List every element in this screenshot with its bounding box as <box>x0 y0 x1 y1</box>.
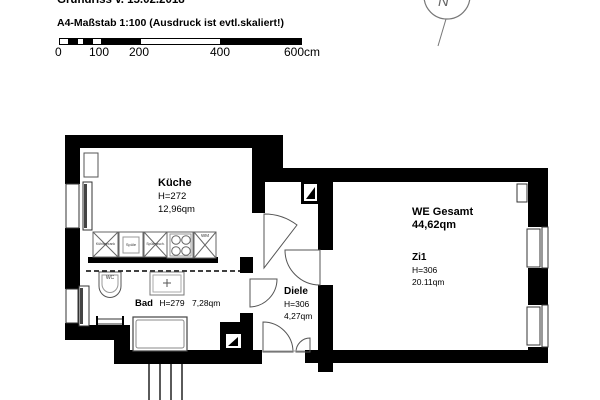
wall-segment <box>240 257 253 273</box>
wall-segment <box>305 350 548 363</box>
bad-height: H=279 <box>159 298 185 308</box>
window-sash <box>82 181 93 231</box>
scale-tick-400: 400 <box>209 45 231 59</box>
washing-machine-label: WM <box>201 233 209 238</box>
window-sash <box>526 228 541 268</box>
toilet-symbol <box>98 271 122 298</box>
room-label-diele: Diele H=306 4,27qm <box>284 286 312 321</box>
door-swing-zi1 <box>284 249 321 286</box>
washbasin-inner <box>152 274 182 293</box>
radiator <box>83 152 99 178</box>
wall-niche <box>516 183 528 203</box>
window-sash <box>526 306 541 346</box>
compass-north-label: N <box>438 0 449 10</box>
window-glass-line <box>80 288 83 324</box>
bathtub-inner <box>135 319 185 349</box>
wall-segment <box>528 268 548 305</box>
room-label-kueche: Küche H=272 12,96qm <box>158 177 195 215</box>
stove-burner <box>181 246 191 256</box>
scale-bar-segment <box>101 39 141 44</box>
scale-tick-200: 200 <box>128 45 150 59</box>
wc-label: WC <box>105 275 115 281</box>
wall-segment <box>252 135 265 213</box>
label-we-gesamt: WE Gesamt 44,62qm <box>412 206 473 231</box>
we-name: WE Gesamt <box>412 206 474 218</box>
stove-burner <box>171 246 181 256</box>
door-marker-triangle <box>228 337 238 346</box>
bad-area: 7,28qm <box>192 298 221 308</box>
kitchen-counter-edge <box>88 257 218 263</box>
kueche-height: H=272 <box>158 191 187 202</box>
fridge-label: Kühlschrank <box>95 242 116 246</box>
compass-circle <box>423 0 471 20</box>
zi1-height: H=306 <box>412 265 438 275</box>
unit-cross <box>143 231 168 258</box>
window-sill <box>541 226 549 269</box>
scale-bar-segment <box>83 39 93 44</box>
unit-cross <box>193 231 217 259</box>
door-swing-bad <box>249 278 278 308</box>
window-sill <box>541 304 549 348</box>
bad-name: Bad <box>135 298 153 309</box>
we-area: 44,62qm <box>412 219 457 231</box>
window-sill <box>65 183 80 229</box>
unit-cross <box>92 231 119 258</box>
sink-basin <box>122 236 140 254</box>
diele-name: Diele <box>284 286 308 297</box>
scale-bar <box>59 38 302 45</box>
zi1-name: Zi1 <box>412 252 427 263</box>
zi1-area: 20.11qm <box>412 277 445 287</box>
window-sill <box>65 288 79 324</box>
wall-segment <box>65 135 265 148</box>
sink-label: Spüle <box>125 242 137 247</box>
plan-title: Grundriss v. 15.02.2018 <box>57 0 185 6</box>
bathtub <box>132 316 188 352</box>
wall-segment <box>265 135 283 182</box>
radiator <box>96 318 124 325</box>
wall-segment <box>114 350 262 364</box>
window-sash <box>78 285 90 327</box>
wall-segment <box>528 182 548 227</box>
dishwasher-label: Spülmasch. <box>146 242 165 246</box>
toilet-bowl <box>101 274 119 293</box>
wall-segment <box>283 168 548 182</box>
stove-burner <box>181 235 191 245</box>
room-label-bad: Bad H=279 7,28qm <box>135 298 220 309</box>
diele-height: H=306 <box>284 299 310 309</box>
wall-segment <box>65 325 130 340</box>
stove-burner <box>171 235 181 245</box>
scale-tick-600: 600cm <box>284 45 321 59</box>
room-label-zi1: Zi1 H=306 20.11qm <box>412 252 444 287</box>
compass-needle <box>437 18 447 47</box>
wall-segment <box>65 228 80 289</box>
door-swing-kueche <box>263 213 298 270</box>
door-swing-entrance <box>262 321 294 353</box>
wall-segment <box>65 148 80 184</box>
stove-top <box>169 233 192 257</box>
door-swing-entrance-small <box>295 337 311 353</box>
wall-segment <box>318 182 333 250</box>
window-glass-line <box>84 184 87 228</box>
scale-bar-segment <box>220 39 301 44</box>
scale-bar-segment <box>68 39 78 44</box>
kueche-name: Küche <box>158 177 192 189</box>
kueche-area: 12,96qm <box>158 204 195 215</box>
diele-area: 4,27qm <box>284 311 313 321</box>
door-marker-triangle <box>306 187 315 199</box>
plan-scale-note: A4-Maßstab 1:100 (Ausdruck ist evtl.skal… <box>57 17 284 29</box>
scale-tick-0: 0 <box>55 45 62 59</box>
scale-tick-100: 100 <box>88 45 110 59</box>
